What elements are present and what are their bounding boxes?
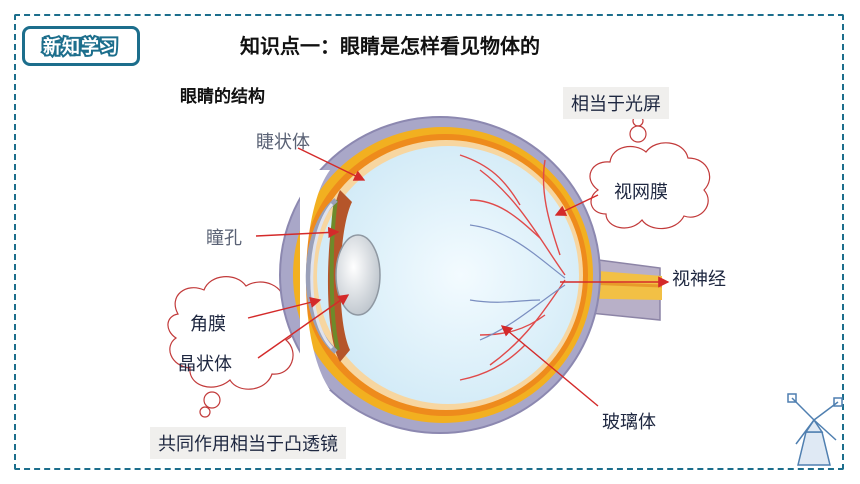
pointer-arrows — [247, 147, 670, 407]
section-badge: 新知学习 — [22, 26, 140, 66]
badge-text: 新知学习 — [41, 35, 120, 60]
section-subtitle: 眼睛的结构 — [180, 87, 265, 107]
label-lens: 晶状体 — [178, 354, 232, 375]
label-ciliary: 睫状体 — [256, 132, 310, 153]
label-pupil: 瞳孔 — [206, 228, 242, 249]
page-title: 知识点一：眼睛是怎样看见物体的 — [240, 34, 540, 58]
label-retina: 视网膜 — [614, 182, 668, 203]
label-vitreous: 玻璃体 — [602, 412, 656, 433]
note-retina-equivalent: 相当于光屏 — [563, 87, 669, 119]
eye-illustration — [279, 116, 663, 434]
note-lens-equivalent: 共同作用相当于凸透镜 — [150, 427, 346, 459]
label-optic-nerve: 视神经 — [672, 269, 726, 290]
dashed-frame — [14, 14, 844, 470]
label-cornea: 角膜 — [190, 314, 226, 335]
cloud-cornea-lens — [167, 276, 298, 418]
